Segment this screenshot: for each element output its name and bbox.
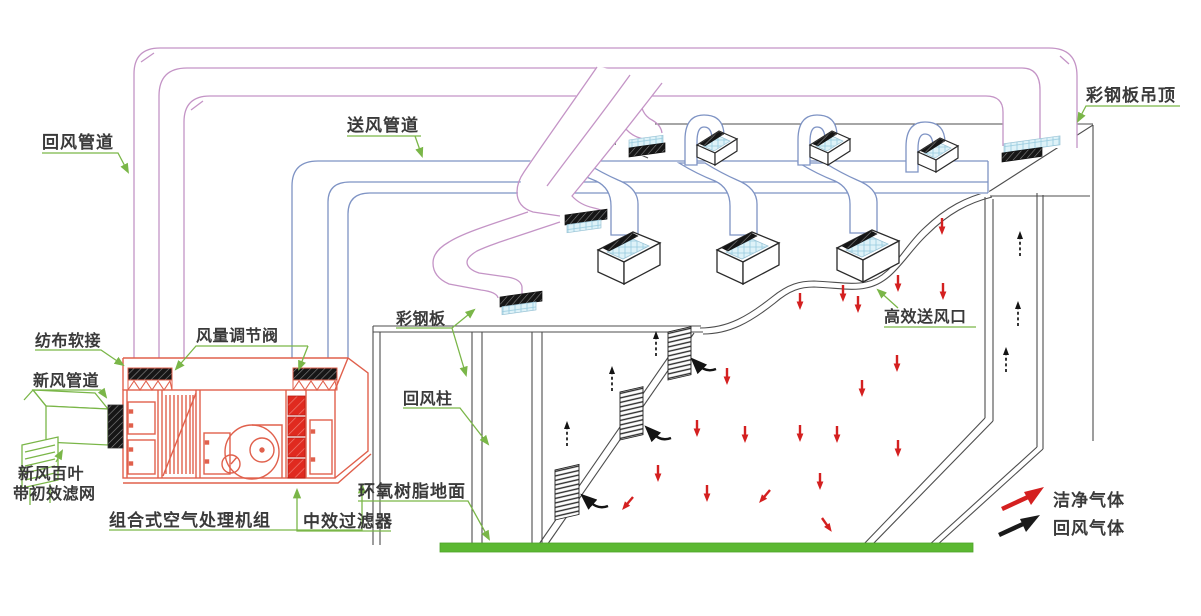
return-grille-wall-2 <box>619 386 644 441</box>
air-handling-unit <box>21 357 372 505</box>
label-volume-damper: 风量调节阀 <box>196 326 279 345</box>
return-duct <box>133 47 1078 372</box>
label-ahu: 组合式空气处理机组 <box>109 510 271 531</box>
ahu-outline <box>123 357 369 479</box>
supply-duct-inner <box>347 192 988 370</box>
hepa-box-lower-3 <box>836 229 900 283</box>
leader-fresh-louver <box>54 449 63 463</box>
hepa-box-upper-2 <box>809 130 851 166</box>
return-grille-wall-3 <box>554 463 580 521</box>
return-grille-wall-1 <box>667 326 692 381</box>
leader-return-duct <box>42 152 129 174</box>
supply-duct-mid <box>327 181 988 370</box>
legend: 洁净气体 回风气体 <box>998 487 1125 539</box>
flex-connector-left <box>127 367 173 381</box>
leader-damper-right <box>298 345 309 371</box>
label-steel-panel: 彩钢板 <box>395 309 446 328</box>
cutaway-curve-inner <box>702 196 993 335</box>
leader-supply-duct <box>347 135 422 156</box>
flex-connector-right <box>292 367 338 381</box>
right-wall-cut-edge-2 <box>927 446 1044 547</box>
hepa-box-lower-1 <box>597 231 661 285</box>
label-supply-duct: 送风管道 <box>347 115 419 136</box>
epoxy-floor-bar <box>439 542 974 553</box>
fresh-air-intake <box>21 389 110 505</box>
label-fresh-louver-2: 带初效滤网 <box>13 484 96 503</box>
return-column-2 <box>531 332 543 543</box>
label-return-column: 回风柱 <box>403 389 453 408</box>
right-column-1 <box>984 197 994 421</box>
leader-ceiling-panel <box>1077 105 1180 123</box>
label-hepa-outlet: 高效送风口 <box>884 307 967 326</box>
legend-clean-air: 洁净气体 <box>1053 490 1125 511</box>
hepa-box-upper-1 <box>696 130 738 166</box>
right-wall-cut-edge-1 <box>861 417 994 547</box>
leader-steel-panel-down <box>451 327 468 377</box>
clean-air-legend-arrow <box>1001 487 1044 512</box>
medium-filter-stack <box>287 395 306 479</box>
label-epoxy-floor: 环氧树脂地面 <box>358 481 466 502</box>
label-medium-filter: 中效过滤器 <box>303 511 393 532</box>
leader-hepa-outlet <box>878 290 976 328</box>
label-flex-connector: 纺布软接 <box>35 331 101 350</box>
return-duct-outer <box>133 47 1078 372</box>
left-wall-corner <box>372 326 381 545</box>
leader-return-column <box>403 407 490 446</box>
wall-return-grilles <box>554 326 717 521</box>
leader-ahu <box>109 482 367 531</box>
supply-duct-outer <box>291 160 988 370</box>
flex-connectors <box>127 367 338 391</box>
right-column-2 <box>1036 193 1044 449</box>
return-air-arrow <box>580 493 609 510</box>
label-fresh-air-duct: 新风管道 <box>33 371 99 390</box>
cutaway-curve <box>699 190 991 329</box>
leader-fresh-air-duct <box>33 387 108 399</box>
hepa-box-lower-2 <box>716 231 780 285</box>
labels: 回风管道 送风管道 彩钢板吊顶 纺布软接 新风管道 风量调节阀 新风百叶 带初效… <box>13 85 1180 541</box>
return-air-arrow <box>644 425 672 443</box>
leader-flex-connector <box>35 349 125 367</box>
legend-return-air: 回风气体 <box>1053 518 1125 539</box>
label-fresh-louver-1: 新风百叶 <box>18 464 84 483</box>
leader-epoxy-floor <box>358 500 491 541</box>
leader-damper-left <box>174 345 308 371</box>
return-branch-tee <box>432 66 663 316</box>
fresh-air-flex-connector <box>107 404 124 449</box>
leader-medium-filter <box>292 487 391 532</box>
return-air-arrow <box>690 357 717 375</box>
return-air-legend-arrow <box>998 515 1040 538</box>
label-ceiling-panel: 彩钢板吊顶 <box>1085 85 1176 106</box>
label-return-duct: 回风管道 <box>42 132 114 153</box>
